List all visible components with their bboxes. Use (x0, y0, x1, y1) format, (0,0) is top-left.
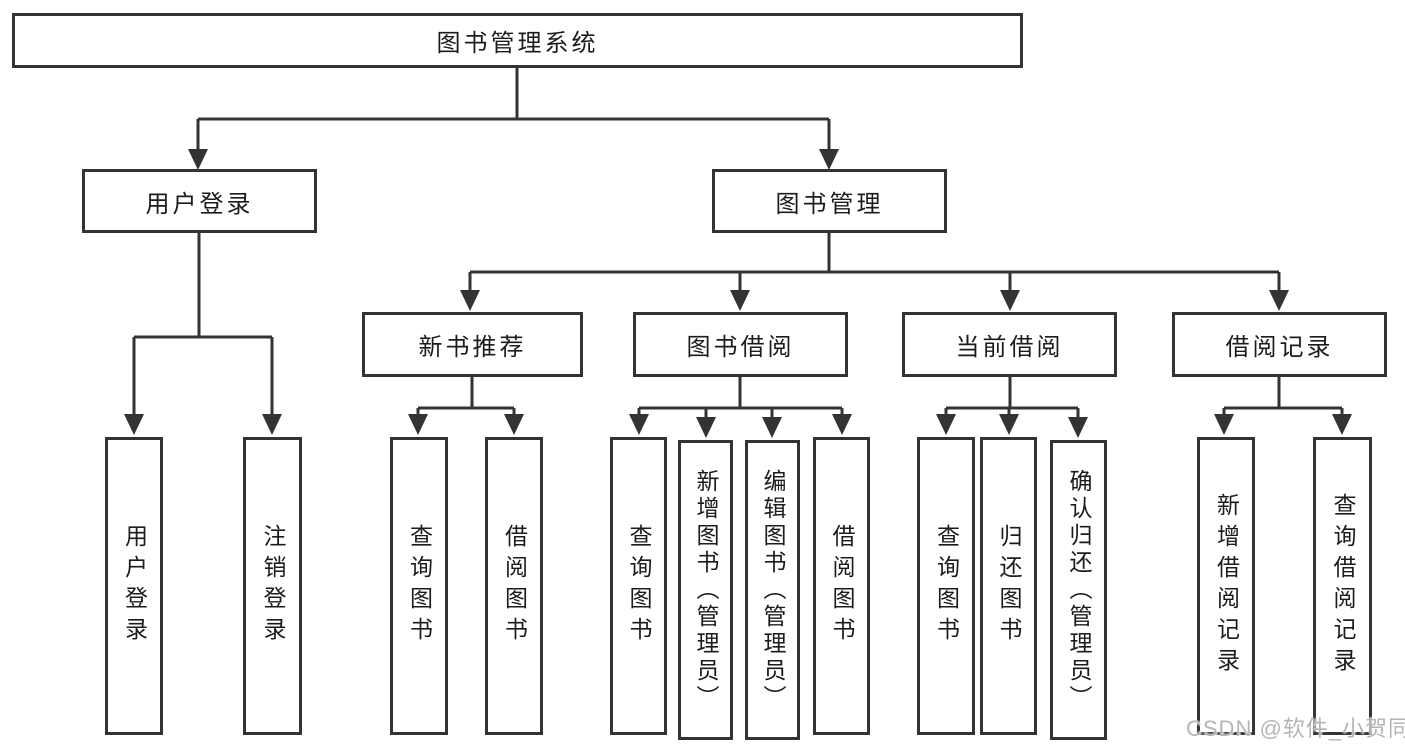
leaf-newbook-borrow-books-label: 借阅图书 (501, 524, 528, 648)
edge-borrowrecord-to-leaves (1222, 377, 1344, 418)
leaf-logout-label: 注销登录 (260, 524, 286, 648)
leaf-add-borrow-record-label: 新增借阅记录 (1213, 493, 1240, 679)
leaf-newbook-query-books: 查询图书 (390, 437, 448, 735)
leaf-current-query-books: 查询图书 (917, 437, 975, 735)
node-book-borrowing-label: 图书借阅 (686, 334, 795, 361)
node-borrowing-records-label: 借阅记录 (1225, 334, 1334, 361)
node-user-login-label: 用户登录 (145, 190, 254, 218)
leaf-add-borrow-record: 新增借阅记录 (1197, 437, 1255, 735)
leaf-borrowing-borrow-books-label: 借阅图书 (829, 524, 855, 648)
leaf-confirm-return-admin-label: 确认归还（管理员） (1066, 468, 1092, 712)
node-new-book-recommend: 新书推荐 (362, 312, 583, 377)
node-current-borrowing-label: 当前借阅 (955, 334, 1064, 361)
edge-currentborrow-to-leaves (944, 377, 1080, 421)
edge-bookmgmt-to-level3 (468, 233, 1281, 293)
node-current-borrowing: 当前借阅 (902, 312, 1117, 377)
leaf-query-borrow-record: 查询借阅记录 (1313, 437, 1372, 735)
leaf-edit-books-admin-label: 编辑图书（管理员） (760, 468, 786, 712)
leaf-borrowing-borrow-books: 借阅图书 (813, 437, 870, 735)
edge-bookborrow-to-leaves (637, 377, 844, 421)
leaf-return-books-label: 归还图书 (996, 524, 1022, 648)
leaf-edit-books-admin: 编辑图书（管理员） (745, 440, 800, 740)
leaf-return-books: 归还图书 (980, 437, 1037, 735)
node-book-management: 图书管理 (712, 169, 947, 233)
leaf-confirm-return-admin: 确认归还（管理员） (1050, 440, 1107, 740)
node-root: 图书管理系统 (12, 13, 1023, 68)
edge-root-to-level2 (196, 68, 831, 152)
leaf-user-login-label: 用户登录 (121, 524, 148, 648)
edge-newbook-to-leaves (416, 377, 516, 418)
node-user-login: 用户登录 (82, 169, 317, 233)
node-book-borrowing: 图书借阅 (633, 312, 848, 377)
leaf-borrowing-query-books-label: 查询图书 (626, 524, 652, 648)
leaf-user-login: 用户登录 (105, 437, 163, 735)
node-book-management-label: 图书管理 (775, 190, 884, 218)
leaf-add-books-admin-label: 新增图书（管理员） (693, 468, 719, 712)
leaf-add-books-admin: 新增图书（管理员） (678, 440, 733, 740)
leaf-current-query-books-label: 查询图书 (933, 524, 960, 648)
leaf-newbook-borrow-books: 借阅图书 (485, 437, 543, 735)
leaf-borrowing-query-books: 查询图书 (610, 437, 667, 735)
csdn-watermark: CSDN @软件_小贺同学 (1186, 716, 1405, 741)
leaf-logout: 注销登录 (243, 437, 302, 735)
edge-userlogin-to-leaves (132, 233, 274, 418)
leaf-newbook-query-books-label: 查询图书 (406, 524, 433, 648)
node-new-book-recommend-label: 新书推荐 (418, 334, 527, 361)
node-borrowing-records: 借阅记录 (1172, 312, 1387, 377)
leaf-query-borrow-record-label: 查询借阅记录 (1330, 493, 1356, 679)
arrowheads (124, 149, 1352, 438)
node-root-label: 图书管理系统 (436, 30, 599, 57)
